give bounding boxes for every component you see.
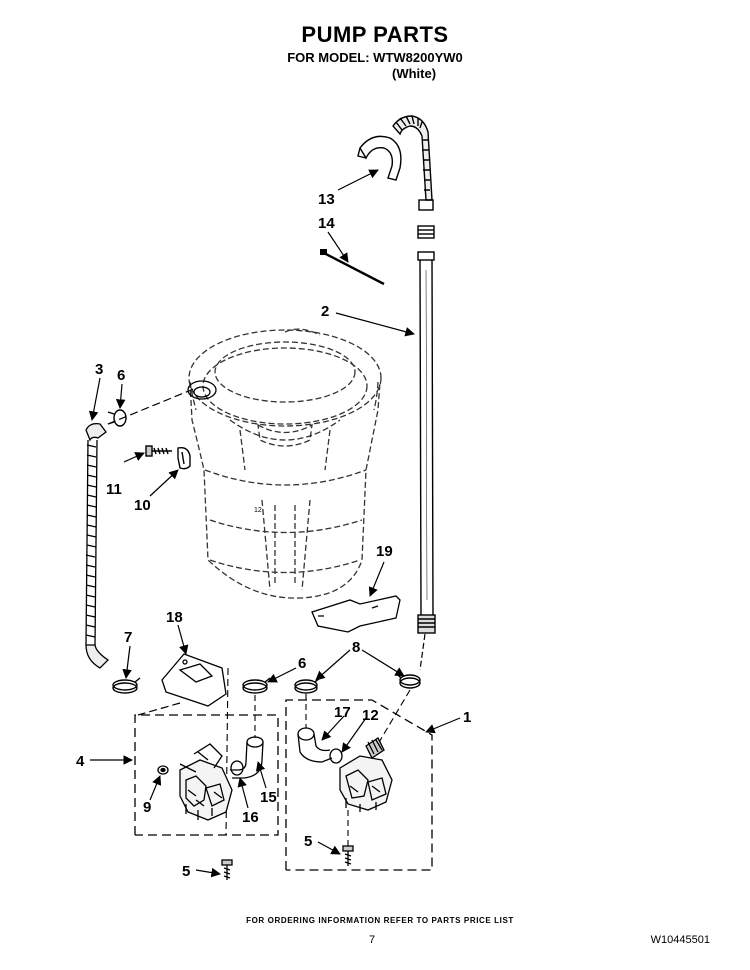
- part-14-tie-strap: [320, 249, 385, 286]
- part-10-clip: [177, 446, 191, 470]
- callout-13: 13: [318, 191, 335, 208]
- callout-17: 17: [334, 704, 351, 721]
- callout-6-middle: 6: [298, 655, 306, 672]
- tub-drain-port: [187, 380, 217, 400]
- assembly-1-box: [285, 699, 433, 871]
- callout-11: 11: [106, 481, 122, 498]
- callout-5-left: 5: [182, 863, 190, 880]
- assembly-4-pump: [179, 743, 233, 821]
- part-19-bracket: [311, 595, 401, 633]
- part-5-screw-right: [342, 845, 354, 866]
- part-16-o-ring: [230, 760, 244, 776]
- callout-9: 9: [143, 799, 151, 816]
- part-18-shield: [161, 653, 227, 707]
- page-title: PUMP PARTS: [301, 22, 449, 47]
- callout-5-right: 5: [304, 833, 312, 850]
- leader-lines: [88, 169, 461, 878]
- callout-12: 12: [362, 707, 379, 724]
- callout-16: 16: [242, 809, 259, 826]
- part-15-hose-elbow: [230, 736, 264, 779]
- part-7-clamp: [112, 677, 141, 694]
- callout-14: 14: [318, 215, 335, 232]
- assembly-1-pump: [339, 737, 393, 812]
- ordering-note: FOR ORDERING INFORMATION REFER TO PARTS …: [246, 916, 514, 925]
- part-9-washer: [157, 765, 169, 775]
- callout-7: 7: [124, 629, 132, 646]
- part-2-drain-hose: [392, 115, 436, 634]
- callout-18: 18: [166, 609, 183, 626]
- color-line: (White): [392, 66, 437, 81]
- callout-2: 2: [321, 303, 329, 320]
- tub-marking: 12: [254, 507, 262, 514]
- callout-4: 4: [76, 753, 85, 770]
- part-6-clamp-upper: [107, 409, 127, 427]
- callout-1: 1: [463, 709, 471, 726]
- document-number: W10445501: [650, 934, 710, 946]
- callout-8: 8: [352, 639, 360, 656]
- model-line: FOR MODEL: WTW8200YW0: [287, 50, 463, 65]
- part-6-clamp-middle: [242, 677, 271, 694]
- part-3-tub-hose: [85, 422, 110, 669]
- callout-10: 10: [134, 497, 151, 514]
- callout-6-upper: 6: [117, 367, 125, 384]
- page-number: 7: [369, 934, 376, 946]
- part-11-screw: [145, 445, 172, 457]
- callout-15: 15: [260, 789, 277, 806]
- part-13-hose-clip: [357, 135, 402, 181]
- part-8-clamp-right: [396, 673, 421, 689]
- washer-tub-outline: [188, 328, 382, 599]
- part-12-o-ring: [329, 748, 343, 764]
- part-5-screw-left: [221, 859, 233, 880]
- callout-19: 19: [376, 543, 393, 560]
- callout-3: 3: [95, 361, 103, 378]
- part-17-hose: [297, 727, 333, 763]
